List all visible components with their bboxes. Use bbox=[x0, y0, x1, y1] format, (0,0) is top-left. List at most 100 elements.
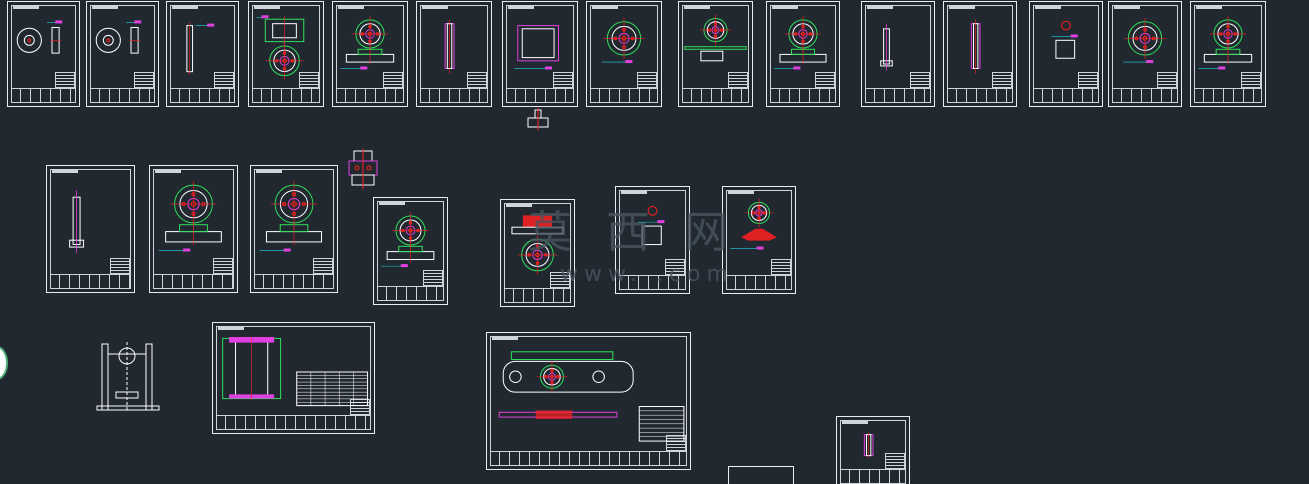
drawing-flange-plan-section bbox=[158, 181, 222, 252]
sheet-tbr bbox=[423, 270, 443, 286]
drawing-sheet[interactable] bbox=[766, 1, 840, 107]
sheet-tbr bbox=[299, 72, 319, 88]
drawing-sheet[interactable] bbox=[332, 1, 408, 107]
sheet-tb bbox=[170, 88, 235, 103]
loose-part-small[interactable] bbox=[526, 108, 550, 130]
sheet-hdr bbox=[256, 170, 282, 173]
drawing-flange-plan-section bbox=[340, 15, 395, 70]
sheet-tb bbox=[420, 88, 488, 103]
drawing-shaft-vertical bbox=[186, 22, 215, 75]
drawing-sheet[interactable] bbox=[86, 1, 159, 107]
drawing-sheet[interactable] bbox=[7, 1, 80, 107]
sheet-hdr bbox=[621, 191, 647, 194]
sheet-hdr bbox=[1114, 6, 1140, 9]
sheet-hdr bbox=[867, 6, 893, 9]
sheet-hdr bbox=[218, 327, 244, 330]
drawing-sheet[interactable] bbox=[500, 199, 575, 307]
watermark-text: 莫 西 网 bbox=[528, 207, 738, 258]
sheet-tb bbox=[947, 88, 1013, 103]
sheet-tb bbox=[336, 88, 404, 103]
sheet-tb bbox=[770, 88, 836, 103]
drawing-sheet[interactable] bbox=[615, 186, 690, 294]
drawing-flange-plan bbox=[601, 17, 645, 64]
sheet-hdr bbox=[728, 191, 754, 194]
sheet-tb bbox=[865, 88, 931, 103]
sheet-tbr bbox=[134, 72, 154, 88]
sheet-tbr bbox=[213, 258, 233, 274]
drawing-sheet[interactable] bbox=[373, 197, 448, 305]
sheet-hdr bbox=[379, 202, 405, 205]
drawing-sheet[interactable] bbox=[1108, 1, 1182, 107]
sheet-hdr bbox=[13, 6, 39, 9]
sheet-hdr bbox=[592, 6, 618, 9]
sheet-tbr bbox=[728, 72, 748, 88]
sheet-tb bbox=[90, 88, 155, 103]
sheet-tbr bbox=[637, 72, 657, 88]
loose-part-frame-side[interactable] bbox=[94, 340, 164, 412]
drawing-sheet[interactable] bbox=[722, 186, 796, 294]
drawing-main-assembly bbox=[222, 337, 369, 407]
sheet-tbr bbox=[992, 72, 1012, 88]
drawing-sheet[interactable] bbox=[1029, 1, 1103, 107]
drawing-sheet[interactable] bbox=[1190, 1, 1266, 107]
drawing-sheet[interactable] bbox=[836, 416, 910, 484]
sheet-tb bbox=[50, 274, 131, 289]
drawing-sheet-partial[interactable] bbox=[728, 466, 794, 484]
drawing-flange-plan-section bbox=[774, 15, 827, 70]
sheet-tb bbox=[1194, 88, 1262, 103]
sheet-hdr bbox=[949, 6, 975, 9]
drawing-tube-magenta bbox=[863, 432, 874, 458]
sheet-tbr bbox=[665, 259, 685, 275]
drawing-flange-plan-section bbox=[381, 211, 435, 268]
sheet-tbr bbox=[350, 399, 370, 415]
sheet-hdr bbox=[422, 6, 448, 9]
sheet-tbr bbox=[910, 72, 930, 88]
sheet-tbr bbox=[550, 272, 570, 288]
sheet-tbr bbox=[214, 72, 234, 88]
sheet-tb bbox=[490, 451, 687, 466]
drawing-sheet[interactable] bbox=[861, 1, 935, 107]
sheet-tbr bbox=[771, 259, 791, 275]
drawing-flange-plan bbox=[1123, 17, 1166, 64]
sheet-tbr bbox=[1157, 72, 1177, 88]
drawing-flange-plan-section bbox=[259, 181, 323, 252]
sheet-tb bbox=[254, 274, 334, 289]
sheet-tbr bbox=[1078, 72, 1098, 88]
drawing-sheet[interactable] bbox=[149, 165, 238, 293]
navigation-wheel-icon[interactable] bbox=[0, 346, 8, 380]
sheet-hdr bbox=[172, 6, 198, 9]
drawing-sheet[interactable] bbox=[46, 165, 135, 293]
sheet-tbr bbox=[55, 72, 75, 88]
drawing-sheet[interactable] bbox=[250, 165, 338, 293]
sheet-tb bbox=[252, 88, 320, 103]
drawing-plate-section bbox=[684, 14, 747, 62]
sheet-tbr bbox=[313, 258, 333, 274]
sheet-tbr bbox=[1241, 72, 1261, 88]
drawing-sheet[interactable] bbox=[502, 1, 578, 107]
sheet-tb bbox=[840, 469, 906, 484]
drawing-shaft-small bbox=[69, 190, 85, 254]
drawing-red-parts bbox=[730, 198, 777, 250]
drawing-sheet[interactable] bbox=[212, 322, 375, 434]
drawing-sheet[interactable] bbox=[416, 1, 492, 107]
sheet-tbr bbox=[666, 435, 686, 451]
loose-part-coupling[interactable] bbox=[346, 149, 380, 189]
drawing-sheet[interactable] bbox=[486, 332, 691, 470]
drawing-assembly-two-views bbox=[256, 15, 305, 80]
sheet-hdr bbox=[92, 6, 118, 9]
sheet-tb bbox=[377, 286, 444, 301]
drawing-sheet[interactable] bbox=[943, 1, 1017, 107]
drawing-sheet[interactable] bbox=[678, 1, 753, 107]
drawing-flange-plan-section bbox=[1198, 15, 1253, 70]
drawing-sheet[interactable] bbox=[248, 1, 324, 107]
sheet-hdr bbox=[1035, 6, 1061, 9]
sheet-tb bbox=[504, 288, 571, 303]
drawing-tube-magenta bbox=[444, 19, 455, 74]
sheet-hdr bbox=[772, 6, 798, 9]
drawing-sheet[interactable] bbox=[586, 1, 662, 107]
drawing-shaft-small bbox=[880, 23, 893, 71]
drawing-sheet[interactable] bbox=[166, 1, 239, 107]
sheet-tb bbox=[682, 88, 749, 103]
sheet-tbr bbox=[885, 453, 905, 469]
